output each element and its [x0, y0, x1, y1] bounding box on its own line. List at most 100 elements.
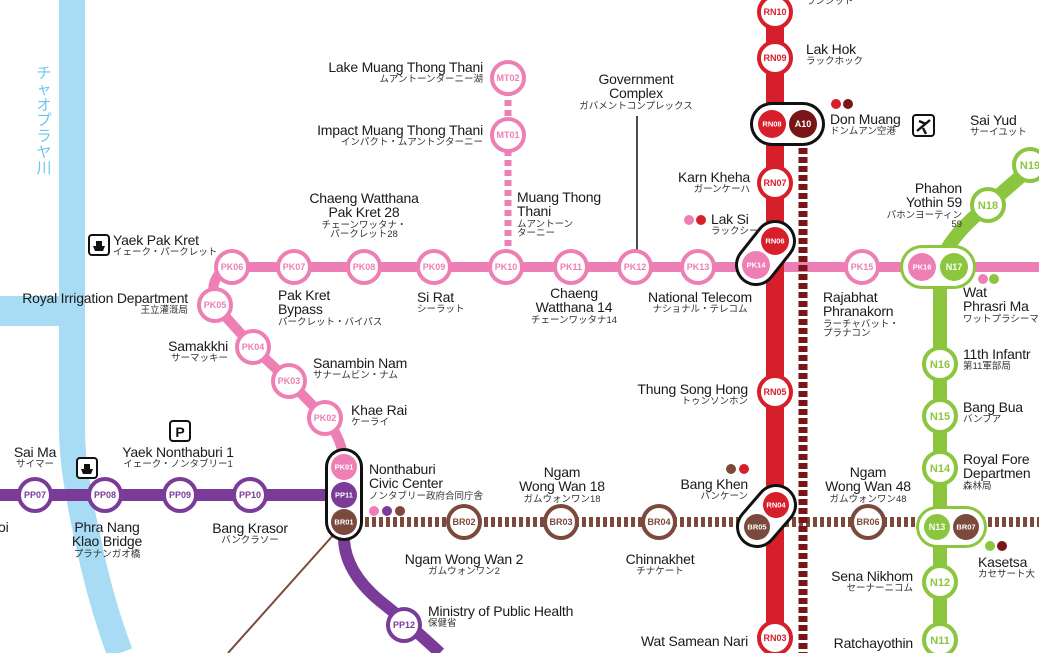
station-mt01[interactable]: MT01 — [490, 117, 526, 153]
station-br04[interactable]: BR04 — [641, 504, 677, 540]
station-pk16[interactable]: PK16 — [908, 253, 936, 281]
station-rn09[interactable]: RN09 — [757, 40, 793, 76]
station-pk01[interactable]: PK01 — [331, 454, 357, 480]
station-pk05[interactable]: PK05 — [197, 287, 233, 323]
station-n11[interactable]: N11 — [922, 622, 958, 653]
station-n18[interactable]: N18 — [970, 187, 1006, 223]
station-pk11[interactable]: PK11 — [553, 249, 589, 285]
station-pp10[interactable]: PP10 — [232, 477, 268, 513]
station-code: RN03 — [763, 633, 786, 643]
interchange-dot — [843, 99, 853, 109]
station-br02[interactable]: BR02 — [446, 504, 482, 540]
station-rn04[interactable]: RN04 — [763, 492, 789, 518]
station-rn07[interactable]: RN07 — [757, 165, 793, 201]
station-n13[interactable]: N13 — [924, 514, 950, 540]
station-marker — [953, 514, 979, 540]
station-pk10[interactable]: PK10 — [488, 249, 524, 285]
station-n19[interactable]: N19 — [1012, 147, 1039, 183]
station-br05[interactable]: BR05 — [744, 514, 770, 540]
station-rn05[interactable]: RN05 — [757, 374, 793, 410]
station-pp12[interactable]: PP12 — [386, 607, 422, 643]
station-name-ja: ラックホック — [806, 56, 864, 68]
station-name-ja: シーラット — [417, 304, 465, 316]
station-label-ratchayothin[interactable]: Ratchayothin — [834, 636, 914, 651]
station-pp07[interactable]: PP07 — [17, 477, 53, 513]
station-label-oi[interactable]: oi — [0, 520, 9, 535]
station-code: BR06 — [856, 517, 879, 527]
station-pk07[interactable]: PK07 — [276, 249, 312, 285]
station-n12[interactable]: N12 — [922, 564, 958, 600]
station-pp11[interactable]: PP11 — [331, 482, 357, 508]
station-pk04[interactable]: PK04 — [235, 329, 271, 365]
station-br07[interactable]: BR07 — [953, 514, 979, 540]
station-rn03[interactable]: RN03 — [757, 620, 793, 653]
station-rn08[interactable]: RN08 — [758, 110, 786, 138]
station-br06[interactable]: BR06 — [850, 504, 886, 540]
station-rn10[interactable]: RN10 — [757, 0, 793, 30]
station-mt02[interactable]: MT02 — [490, 60, 526, 96]
station-pk08[interactable]: PK08 — [346, 249, 382, 285]
station-pk03[interactable]: PK03 — [271, 363, 307, 399]
station-label-wat-samean-nari[interactable]: Wat Samean Nari — [641, 634, 748, 649]
station-br03[interactable]: BR03 — [543, 504, 579, 540]
station-pk13[interactable]: PK13 — [680, 249, 716, 285]
station-pp09[interactable]: PP09 — [162, 477, 198, 513]
station-pk06[interactable]: PK06 — [214, 249, 250, 285]
station-pk12[interactable]: PK12 — [617, 249, 653, 285]
station-n15[interactable]: N15 — [922, 398, 958, 434]
station-marker — [758, 110, 786, 138]
station-label-rangsit[interactable]: ランシット — [806, 0, 854, 7]
station-n17[interactable]: N17 — [940, 253, 968, 281]
station-pk14[interactable]: PK14 — [742, 251, 770, 279]
station-pk02[interactable]: PK02 — [307, 400, 343, 436]
station-n14[interactable]: N14 — [922, 450, 958, 486]
station-code: N12 — [930, 577, 950, 589]
station-pk09[interactable]: PK09 — [416, 249, 452, 285]
station-br01[interactable]: BR01 — [331, 509, 357, 535]
station-pp08[interactable]: PP08 — [87, 477, 123, 513]
station-a10[interactable]: A10 — [789, 110, 817, 138]
station-n16[interactable]: N16 — [922, 346, 958, 382]
station-pk15[interactable]: PK15 — [844, 249, 880, 285]
station-rn06[interactable]: RN06 — [761, 227, 789, 255]
